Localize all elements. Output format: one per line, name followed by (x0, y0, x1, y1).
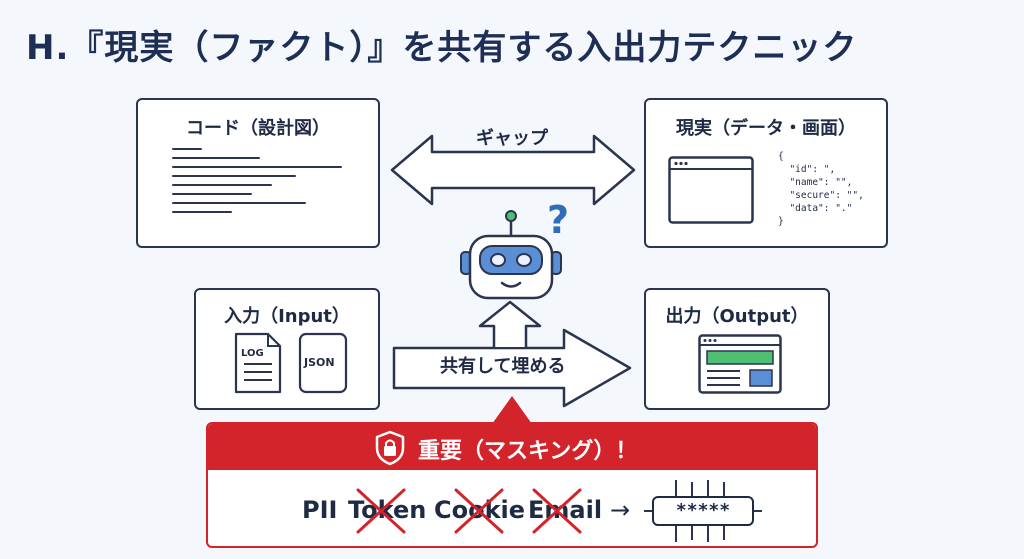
reality-box-title: 現実（データ・画面） (676, 118, 856, 139)
share-label: 共有して埋める (440, 356, 566, 377)
gap-double-arrow (390, 134, 636, 206)
code-line (172, 211, 232, 213)
masked-circuit-icon (644, 480, 762, 542)
code-line (172, 184, 272, 186)
code-box-title: コード（設計図） (186, 118, 330, 139)
log-file-icon (234, 332, 282, 394)
code-line (172, 166, 342, 168)
browser-window-icon (668, 156, 754, 224)
gap-label: ギャップ (476, 128, 548, 149)
page-title: H.『現実（ファクト）』を共有する入出力テクニック (26, 28, 858, 68)
output-box-title: 出力（Output） (665, 306, 809, 327)
code-line (172, 148, 202, 150)
json-sample: { "id": ", "name": "", "secure": "", "da… (778, 151, 864, 227)
masking-alert: 重要（マスキング）！ PII Token Cookie Email → ****… (206, 422, 818, 548)
token-cross-icon (356, 488, 406, 534)
masked-value: ***** (652, 496, 754, 526)
code-lines (172, 148, 342, 220)
question-mark: ? (547, 198, 570, 242)
output-box: 出力（Output） (644, 288, 830, 410)
output-screen-icon (698, 334, 782, 394)
reality-box: 現実（データ・画面） { "id": ", "name": "", "secur… (644, 98, 888, 248)
code-box: コード（設計図） (136, 98, 380, 248)
json-file-icon (298, 332, 348, 394)
code-line (172, 202, 306, 204)
input-box: 入力（Input） LOG JSON (194, 288, 380, 410)
code-line (172, 175, 296, 177)
share-arrows (392, 300, 632, 408)
code-line (172, 193, 252, 195)
alert-pointer (492, 396, 532, 424)
pii-term: PII (302, 496, 338, 524)
mask-arrow: → (610, 496, 631, 524)
json-file-label: JSON (304, 356, 335, 369)
input-box-title: 入力（Input） (224, 306, 350, 327)
email-cross-icon (532, 488, 582, 534)
alert-header: 重要（マスキング）！ (208, 424, 816, 470)
code-line (172, 157, 260, 159)
alert-title: 重要（マスキング）！ (418, 439, 638, 464)
log-file-label: LOG (241, 348, 264, 359)
robot-icon (460, 210, 562, 300)
shield-lock-icon (375, 430, 405, 466)
cookie-cross-icon (454, 488, 504, 534)
token-term: Token (348, 496, 427, 524)
